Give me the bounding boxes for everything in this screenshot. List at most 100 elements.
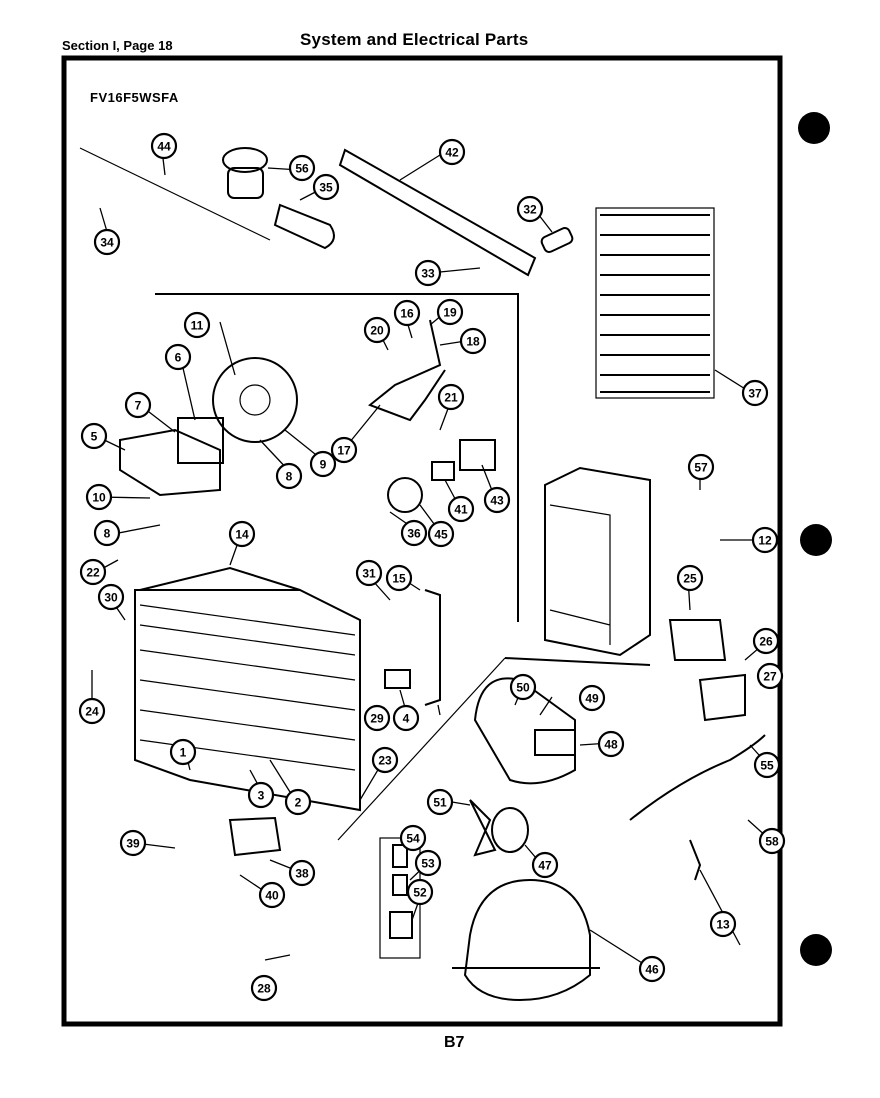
socket-57 bbox=[222, 147, 268, 173]
callout-label: 1 bbox=[180, 746, 187, 760]
section-divider-3 bbox=[337, 657, 506, 841]
callout-7: 7 bbox=[124, 391, 152, 419]
callout-label: 28 bbox=[257, 982, 271, 996]
relay-26 bbox=[668, 619, 727, 661]
motor-bracket-5 bbox=[119, 428, 221, 497]
callout-label: 34 bbox=[100, 236, 114, 250]
callout-label: 8 bbox=[104, 527, 111, 541]
section-divider bbox=[155, 293, 519, 622]
callout-label: 39 bbox=[126, 837, 140, 851]
evaporator-39 bbox=[595, 207, 715, 399]
section-divider-2 bbox=[504, 657, 651, 666]
callout-label: 31 bbox=[362, 567, 376, 581]
thermostat-14 bbox=[689, 839, 702, 881]
callout-label: 32 bbox=[523, 203, 537, 217]
callout-3: 3 bbox=[247, 781, 275, 809]
callout-label: 41 bbox=[454, 503, 468, 517]
bracket-19 bbox=[368, 319, 446, 422]
sleeve-54 bbox=[392, 874, 408, 896]
callout-label: 12 bbox=[758, 534, 772, 548]
callout-49: 49 bbox=[578, 684, 606, 712]
callout-21: 21 bbox=[437, 383, 465, 411]
callout-label: 3 bbox=[258, 789, 265, 803]
callout-57: 57 bbox=[687, 453, 715, 481]
callout-42: 42 bbox=[438, 138, 466, 166]
callout-23: 23 bbox=[371, 746, 399, 774]
knob-46 bbox=[387, 477, 423, 513]
callout-label: 23 bbox=[378, 754, 392, 768]
fan-motor-48 bbox=[491, 807, 529, 853]
callout-34: 34 bbox=[93, 228, 121, 256]
power-cord bbox=[629, 734, 766, 821]
callout-label: 36 bbox=[407, 527, 421, 541]
callout-label: 54 bbox=[406, 832, 420, 846]
callout-54: 54 bbox=[399, 824, 427, 852]
callout-label: 7 bbox=[135, 399, 142, 413]
callout-16: 16 bbox=[393, 299, 421, 327]
callout-45: 45 bbox=[427, 520, 455, 548]
callout-38: 38 bbox=[288, 859, 316, 887]
callout-20: 20 bbox=[363, 316, 391, 344]
callout-label: 46 bbox=[645, 963, 659, 977]
callout-label: 9 bbox=[320, 458, 327, 472]
callout-label: 24 bbox=[85, 705, 99, 719]
callout-label: 27 bbox=[763, 670, 777, 684]
fan-motor-7 bbox=[177, 417, 224, 464]
callout-label: 18 bbox=[466, 335, 480, 349]
callout-label: 51 bbox=[433, 796, 447, 810]
callout-label: 6 bbox=[175, 351, 182, 365]
callout-label: 14 bbox=[235, 528, 249, 542]
diagram-frame bbox=[61, 55, 783, 1027]
fan-blade-9 bbox=[212, 357, 298, 443]
callout-10: 10 bbox=[85, 483, 113, 511]
callout-27: 27 bbox=[756, 662, 784, 690]
switch-44 bbox=[431, 461, 455, 481]
callout-44: 44 bbox=[150, 132, 178, 160]
callout-31: 31 bbox=[355, 559, 383, 587]
callout-51: 51 bbox=[426, 788, 454, 816]
callout-24: 24 bbox=[78, 697, 106, 725]
callout-12: 12 bbox=[751, 526, 779, 554]
callout-58: 58 bbox=[758, 827, 786, 855]
callout-32: 32 bbox=[516, 195, 544, 223]
callout-28: 28 bbox=[250, 974, 278, 1002]
shroud-51 bbox=[473, 677, 576, 785]
callout-8: 8 bbox=[93, 519, 121, 547]
page-code: B7 bbox=[444, 1034, 465, 1051]
binder-hole-bottom bbox=[800, 934, 832, 966]
socket-body bbox=[227, 167, 264, 199]
callout-label: 8 bbox=[286, 470, 293, 484]
callout-26: 26 bbox=[752, 627, 780, 655]
callout-13: 13 bbox=[709, 910, 737, 938]
callout-53: 53 bbox=[414, 849, 442, 877]
bracket-43 bbox=[338, 148, 537, 277]
cover-27 bbox=[698, 673, 746, 722]
callout-22: 22 bbox=[79, 558, 107, 586]
callout-label: 37 bbox=[748, 387, 762, 401]
callout-label: 48 bbox=[604, 738, 618, 752]
part-33 bbox=[540, 227, 574, 253]
callout-label: 33 bbox=[421, 267, 435, 281]
callout-17: 17 bbox=[330, 436, 358, 464]
callout-15: 15 bbox=[385, 564, 413, 592]
callout-14: 14 bbox=[228, 520, 256, 548]
callout-label: 22 bbox=[86, 566, 100, 580]
callout-label: 21 bbox=[444, 391, 458, 405]
part-30 bbox=[384, 669, 411, 689]
callout-55: 55 bbox=[753, 751, 781, 779]
condenser-1 bbox=[134, 589, 361, 812]
callout-9: 9 bbox=[309, 450, 337, 478]
callout-label: 42 bbox=[445, 146, 459, 160]
callout-label: 4 bbox=[403, 712, 410, 726]
callout-39: 39 bbox=[119, 829, 147, 857]
callout-52: 52 bbox=[406, 878, 434, 906]
callout-4: 4 bbox=[392, 704, 420, 732]
callout-11: 11 bbox=[183, 311, 211, 339]
callout-label: 5 bbox=[91, 430, 98, 444]
callout-label: 26 bbox=[759, 635, 773, 649]
callout-label: 47 bbox=[538, 859, 552, 873]
callout-label: 35 bbox=[319, 181, 333, 195]
callout-label: 50 bbox=[516, 681, 530, 695]
callout-label: 58 bbox=[765, 835, 779, 849]
